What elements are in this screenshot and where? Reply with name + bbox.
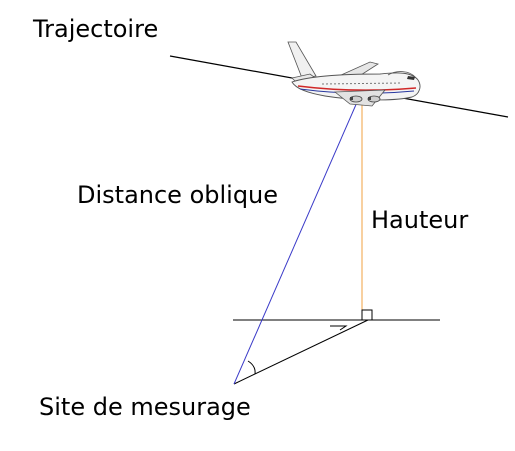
measurement-site-label: Site de mesurage — [39, 393, 251, 421]
ground-angle-mark — [330, 325, 348, 331]
slant-distance-label: Distance oblique — [77, 181, 279, 209]
slant-distance-line — [233, 99, 359, 385]
jumbo-jet-icon — [287, 41, 421, 107]
right-angle-marker — [361, 309, 373, 321]
trajectory-label: Trajectoire — [33, 15, 159, 43]
ground-projection-line — [233, 319, 369, 385]
height-label: Hauteur — [371, 206, 469, 234]
site-angle-arc — [247, 360, 256, 375]
